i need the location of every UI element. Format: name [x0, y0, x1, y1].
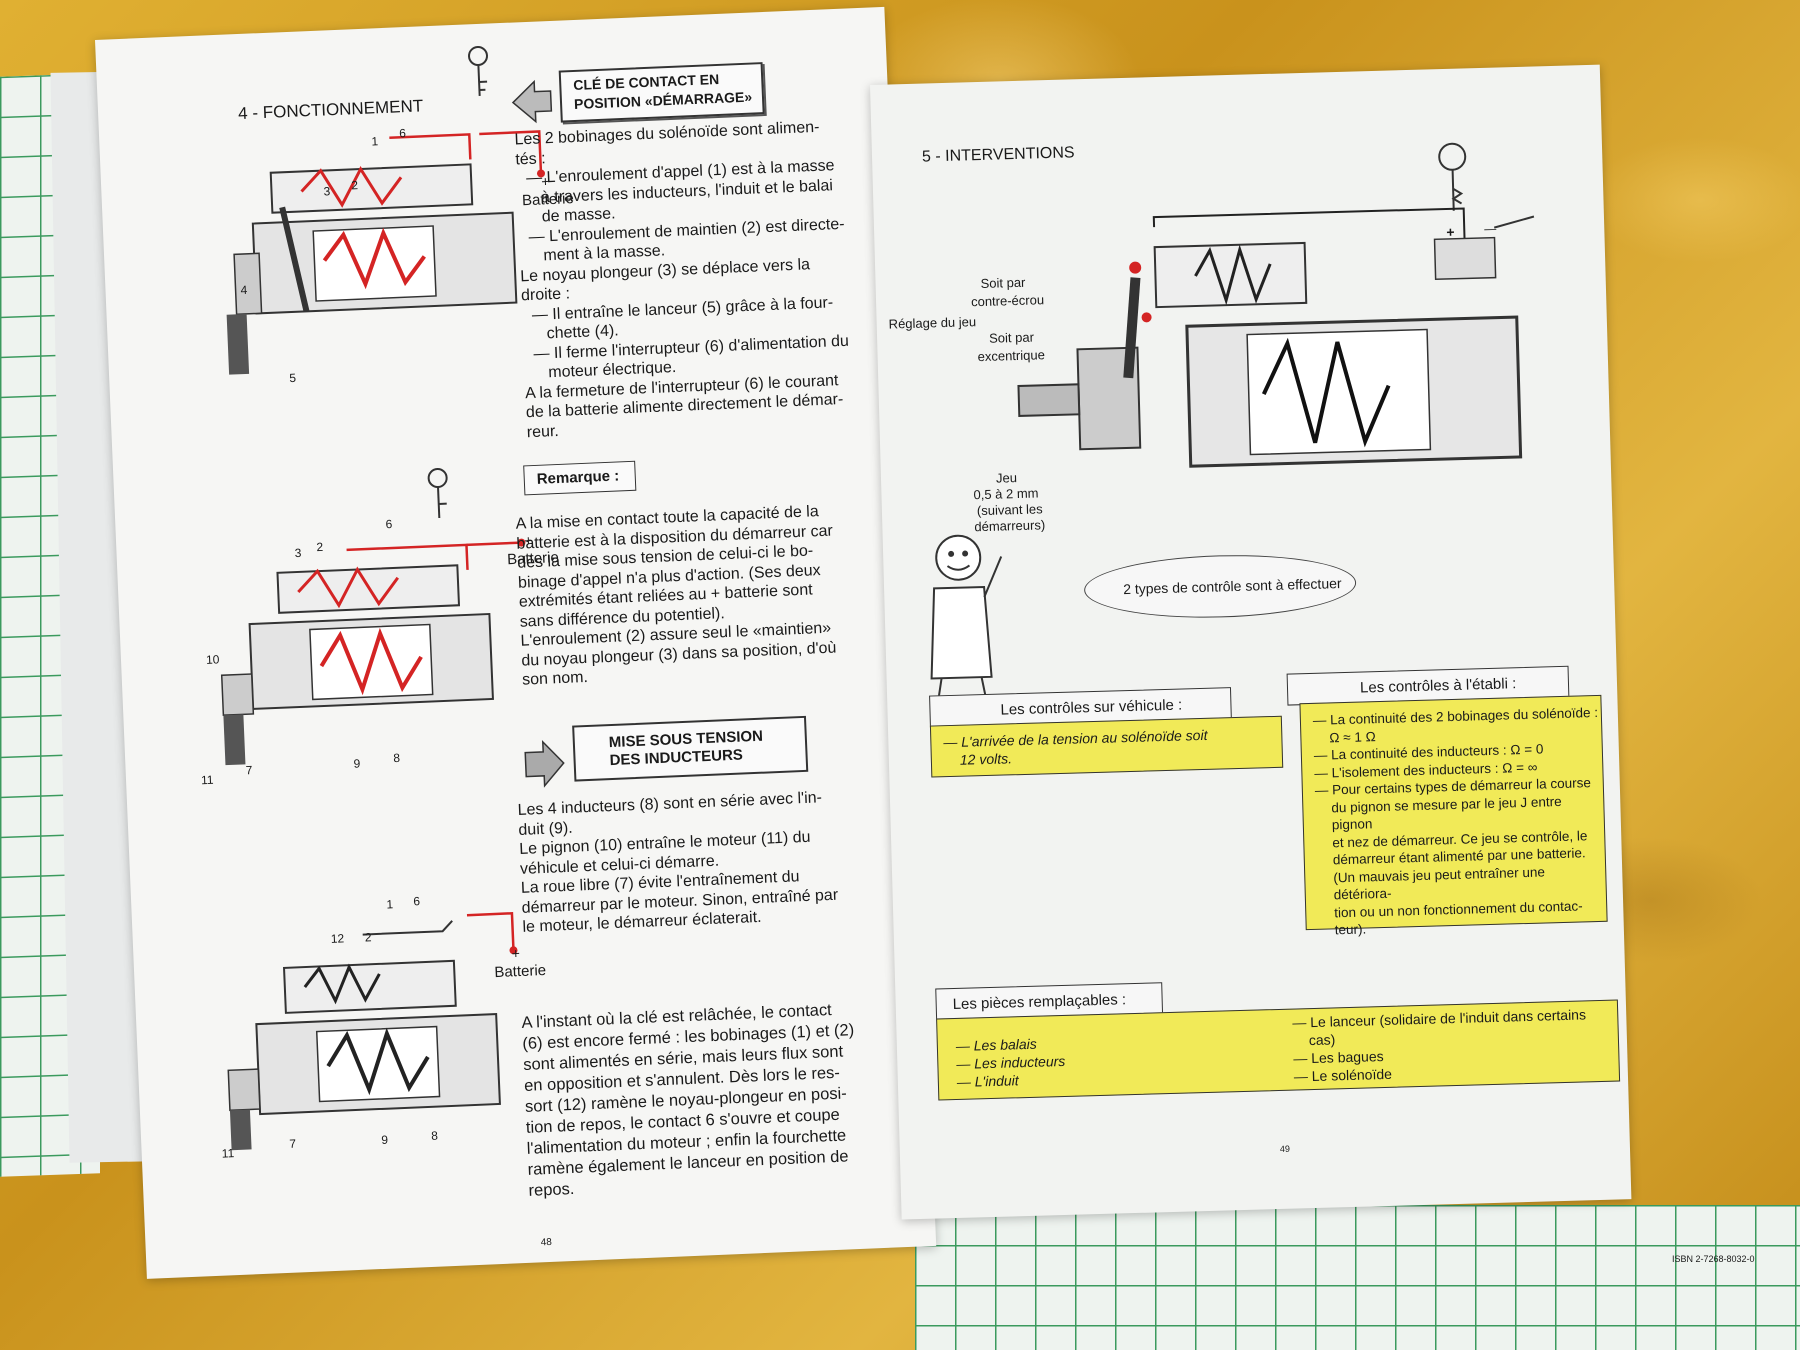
d2-n2: 2 — [316, 539, 324, 555]
label-excentrique: excentrique — [977, 347, 1046, 365]
plus-label: + — [1446, 223, 1455, 240]
starter-diagram-main — [1017, 207, 1535, 468]
d3-n1: 1 — [386, 897, 394, 912]
arrow-right-icon — [524, 739, 565, 788]
d1-n1: 1 — [371, 134, 379, 149]
para3: Les 4 inducteurs (8) sont en série avec … — [517, 789, 839, 936]
d2-n6: 6 — [385, 516, 393, 532]
pieces-right-list: — Le lanceur (solidaire de l'induit dans… — [1292, 1006, 1587, 1085]
starter-diagram-3 — [227, 912, 518, 1151]
grid-paper-bottom — [915, 1205, 1800, 1350]
d3-n9: 9 — [381, 1132, 389, 1147]
d1-n6: 6 — [398, 126, 407, 141]
pieces-left-list: — Les balais — Les inducteurs — L'induit — [955, 1035, 1066, 1090]
minus-label: — — [1484, 221, 1497, 236]
vehicule-item-1: 12 volts. — [959, 750, 1013, 768]
d2-n11: 11 — [200, 772, 214, 788]
d3-n12: 12 — [330, 931, 345, 946]
key-icon — [468, 45, 489, 96]
pieces-box: — Les balais — Les inducteurs — L'induit… — [936, 999, 1621, 1101]
vehicule-item-0: — L'arrivée de la tension au solénoïde s… — [943, 726, 1208, 751]
d1-n5: 5 — [289, 370, 297, 386]
speech-bubble: 2 types de contrôle sont à effectuer — [1083, 551, 1357, 622]
d3-n11: 11 — [221, 1146, 235, 1161]
d3-n8: 8 — [430, 1128, 439, 1143]
d3-n2: 2 — [364, 930, 372, 945]
label-reglage: Réglage du jeu — [888, 314, 977, 332]
remarque-box: Remarque : — [523, 460, 637, 496]
left-page-number: 48 — [540, 1236, 553, 1249]
vehicule-header-text: Les contrôles sur véhicule : — [1000, 696, 1183, 719]
right-section-title: 5 - INTERVENTIONS — [921, 144, 1075, 166]
label-jeu: Jeu — [995, 470, 1018, 486]
label-soit-par-2: Soit par — [988, 329, 1035, 346]
label-contre-ecrou: contre-écrou — [970, 292, 1045, 310]
vehicule-box: — L'arrivée de la tension au solénoïde s… — [929, 715, 1284, 778]
para4: A l'instant où la clé est relâchée, le c… — [521, 1001, 855, 1200]
right-page-number: 49 — [1279, 1143, 1291, 1154]
pieces-header-text: Les pièces remplaçables : — [952, 991, 1127, 1014]
key-icon-3 — [1438, 142, 1467, 211]
para2: A la mise en contact toute la capacité d… — [515, 503, 837, 689]
d1-n4: 4 — [240, 282, 248, 298]
mechanic-cartoon-icon — [930, 534, 1003, 707]
d2-n7: 7 — [245, 763, 253, 778]
d3-plus: + — [511, 945, 521, 962]
d2-n10: 10 — [205, 652, 220, 667]
para1: Les 2 bobinages du solénoïde sont alimen… — [514, 118, 850, 441]
d2-n3: 3 — [294, 545, 302, 561]
arrow-left-icon — [511, 79, 553, 124]
d3-n7: 7 — [289, 1136, 297, 1151]
d1-n2: 2 — [351, 178, 359, 193]
etabli-box: — La continuité des 2 bobinages du solén… — [1299, 694, 1608, 937]
d2-n9: 9 — [353, 756, 361, 771]
remarque-label: Remarque : — [536, 467, 620, 488]
left-page: 4 - FONCTIONNEMENT Batterie + 1 2 3 4 5 … — [95, 6, 937, 1279]
etabli-list: — La continuité des 2 bobinages du solén… — [1312, 704, 1599, 938]
key-icon-2 — [427, 468, 448, 519]
d3-n6: 6 — [413, 894, 421, 909]
starter-diagram-2 — [220, 538, 526, 766]
d2-n8: 8 — [393, 750, 401, 766]
bubble-text: 2 types de contrôle sont à effectuer — [1122, 575, 1342, 598]
isbn-text: ISBN 2-7268-8032-0 — [1672, 1254, 1755, 1264]
mise-sous-tension-box: MISE SOUS TENSION DES INDUCTEURS — [572, 715, 809, 782]
starter-diagram-1 — [226, 130, 545, 375]
right-page: 5 - INTERVENTIONS + — Soit par contre-éc… — [870, 64, 1632, 1220]
label-soit-par-1: Soit par — [980, 274, 1026, 291]
key-position-box: CLÉ DE CONTACT EN POSITION «DÉMARRAGE» — [558, 62, 765, 123]
d1-n3: 3 — [323, 184, 331, 199]
etabli-header-text: Les contrôles à l'établi : — [1359, 675, 1517, 697]
d3-batterie: Batterie — [494, 961, 547, 982]
key-box-line2: POSITION «DÉMARRAGE» — [573, 88, 753, 112]
label-jeu-value: 0,5 à 2 mm — [973, 485, 1039, 503]
key-box-line1: CLÉ DE CONTACT EN — [572, 70, 720, 94]
